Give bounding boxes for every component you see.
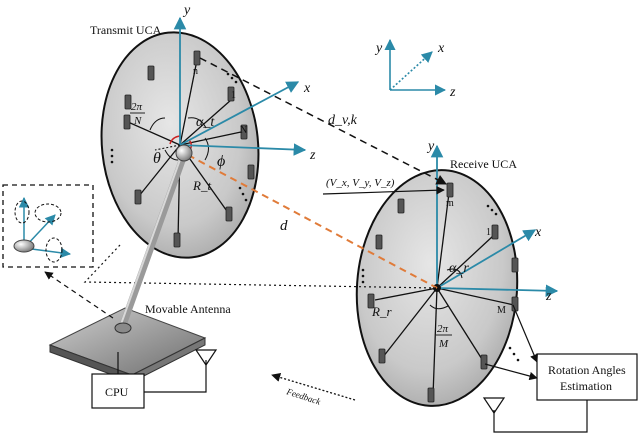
- rotation-label-line2: Estimation: [560, 379, 612, 393]
- tx-element-n: n: [193, 66, 198, 77]
- two-pi-m-numerator: 2π: [437, 323, 449, 335]
- rotation-antenna-symbol: [482, 397, 506, 415]
- feedback-arrow: [271, 373, 356, 401]
- transmit-uca-label: Transmit UCA: [90, 23, 162, 37]
- r-r-symbol: R_r: [371, 304, 392, 319]
- receive-x-axis: [436, 229, 537, 289]
- alpha-r-symbol: α_r: [449, 261, 469, 276]
- two-pi-over-m-arc: [429, 304, 449, 310]
- transmit-z-axis: [179, 143, 307, 156]
- rx-element-1: 1: [486, 227, 491, 238]
- phi-arc: [204, 137, 209, 161]
- transmit-elements: [123, 50, 255, 248]
- tx-element-1: 1: [231, 90, 236, 101]
- rotation-label-line1: Rotation Angles: [548, 363, 626, 377]
- d-symbol: d: [280, 218, 288, 234]
- rx-position-label: (V_x, V_y, V_z): [326, 177, 395, 189]
- ref-z-label: z: [449, 85, 456, 100]
- rx-x-label: x: [534, 225, 542, 240]
- receive-radii: [374, 192, 515, 397]
- tx-y-label: y: [182, 3, 191, 18]
- rx-z-label: z: [545, 289, 552, 304]
- two-pi-n-numerator: 2π: [131, 101, 143, 113]
- feedback-label: Feedback: [284, 386, 322, 407]
- rotation-antenna-wire: [493, 400, 588, 433]
- tx-x-label: x: [303, 81, 311, 96]
- theta-arc: [164, 149, 179, 161]
- cpu-antenna-wire: [144, 360, 207, 393]
- r-t-symbol: R_t: [192, 178, 211, 193]
- theta-symbol: θ: [153, 150, 161, 167]
- alpha-t-arc: [187, 117, 207, 129]
- cpu-box: [91, 373, 145, 409]
- alpha-r-arc: [446, 268, 463, 279]
- receive-elements: [367, 182, 519, 403]
- dvk-symbol: d_v,k: [328, 113, 358, 128]
- alpha-t-symbol: α_t: [196, 115, 215, 130]
- rx-element-m: m: [446, 198, 454, 209]
- tx-z-label: z: [309, 148, 316, 163]
- ref-y-label: y: [374, 41, 383, 56]
- phi-symbol: ϕ: [217, 153, 225, 170]
- cpu-antenna-symbol: [194, 349, 218, 367]
- transmit-ellipsis-dots: [110, 72, 248, 202]
- transmit-axes: [173, 16, 307, 156]
- inset-rotation-box: [2, 184, 94, 268]
- inset-pointer-arrow: [44, 271, 114, 319]
- two-pi-n-denominator: N: [133, 115, 142, 127]
- tx-dotted-link: [154, 144, 181, 151]
- pole-top-joint: [175, 144, 193, 162]
- movable-antenna-stand: [48, 144, 207, 383]
- transmit-x-axis: [179, 81, 300, 146]
- rx-element-M: M: [497, 305, 506, 316]
- tx-element-N: N: [240, 125, 247, 136]
- rotation-input-1: [512, 304, 538, 363]
- receive-axes: [430, 144, 559, 298]
- antenna-pole: [118, 151, 188, 332]
- receive-uca-label: Receive UCA: [450, 157, 517, 171]
- rx-position-pointer: [322, 186, 445, 195]
- rx-y-label: y: [426, 139, 435, 154]
- movable-antenna-label: Movable Antenna: [145, 302, 231, 316]
- receive-z-axis: [436, 284, 559, 298]
- pole-base-joint: [114, 322, 132, 334]
- cpu-label: CPU: [105, 385, 129, 399]
- two-pi-m-denominator: M: [438, 338, 449, 350]
- two-pi-over-n-arc: [149, 117, 166, 131]
- red-angle-arc-left: [169, 135, 181, 145]
- receive-ellipsis-dots: [361, 204, 520, 362]
- rotation-input-2: [484, 363, 538, 381]
- projection-dotted-lines: [83, 244, 438, 289]
- reference-axes: [384, 38, 447, 96]
- distance-dvk-line: [199, 57, 447, 185]
- rotation-box: [536, 353, 638, 401]
- ref-x-label: x: [437, 41, 445, 56]
